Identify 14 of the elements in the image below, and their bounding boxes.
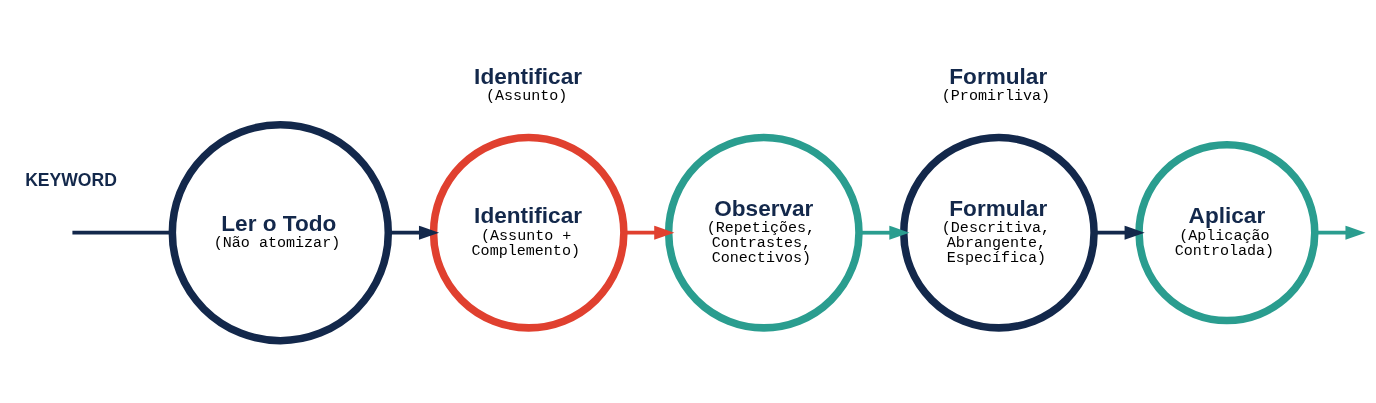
connector (72, 230, 172, 235)
node-circle: Aplicar (Aplicação Controlada) (1135, 141, 1319, 325)
node-label: (Promirliva) (941, 87, 1051, 106)
label: KEYWORD (25, 169, 117, 190)
node-label: Formular (949, 63, 1048, 89)
node-circle: Observar (Repetições, Contrastes, Conectivos) (664, 133, 863, 332)
node-label: (Assunto) (486, 87, 568, 106)
node-circle: Formular (Descritiva, Abrangente, Específica) (900, 133, 1098, 332)
node-label: Identificar (474, 63, 583, 89)
arrow (1094, 225, 1145, 240)
arrow (388, 225, 440, 240)
arrow (859, 225, 910, 240)
node-circle: Ler o Todo (Não atomizar) (168, 120, 393, 345)
node-circle: Identificar (Assunto + Complemento) (429, 133, 628, 332)
